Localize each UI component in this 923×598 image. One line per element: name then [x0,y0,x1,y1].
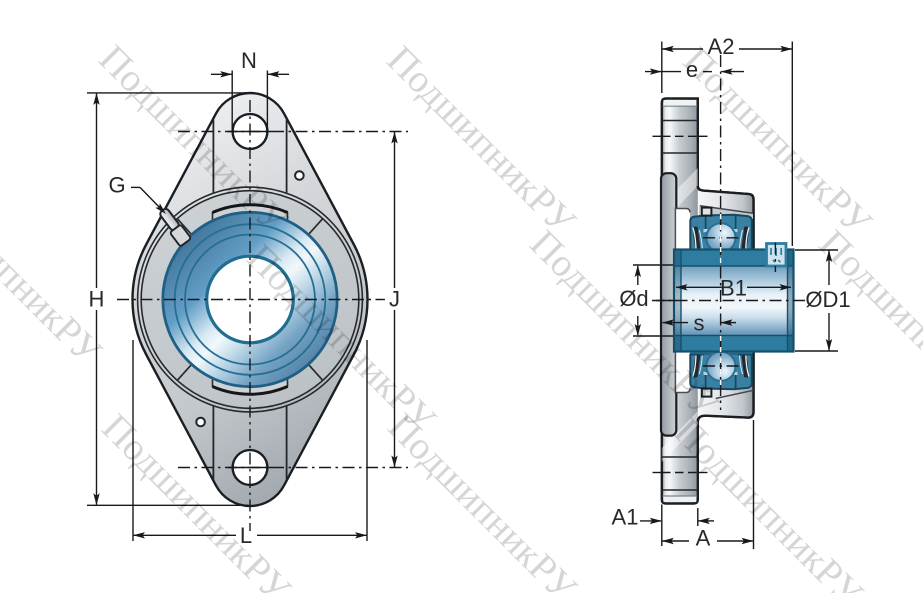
svg-text:e: e [686,57,698,82]
svg-text:ПодшипникРУ: ПодшипникРУ [379,38,584,243]
svg-text:ØD1: ØD1 [805,287,850,312]
svg-text:A: A [696,526,711,551]
svg-text:A1: A1 [612,505,639,530]
svg-text:L: L [240,523,252,548]
svg-text:Ød: Ød [619,286,648,311]
svg-text:G: G [108,173,125,198]
svg-text:ПодшипникРУ: ПодшипникРУ [811,222,923,427]
svg-text:J: J [389,287,400,312]
svg-text:N: N [241,48,257,73]
svg-text:s: s [694,311,705,336]
svg-text:ПодшипникРУ: ПодшипникРУ [380,405,585,593]
svg-text:B1: B1 [720,276,747,301]
svg-text:ПодшипникРУ: ПодшипникРУ [0,168,110,373]
svg-text:H: H [89,287,105,312]
svg-text:A2: A2 [708,34,735,59]
